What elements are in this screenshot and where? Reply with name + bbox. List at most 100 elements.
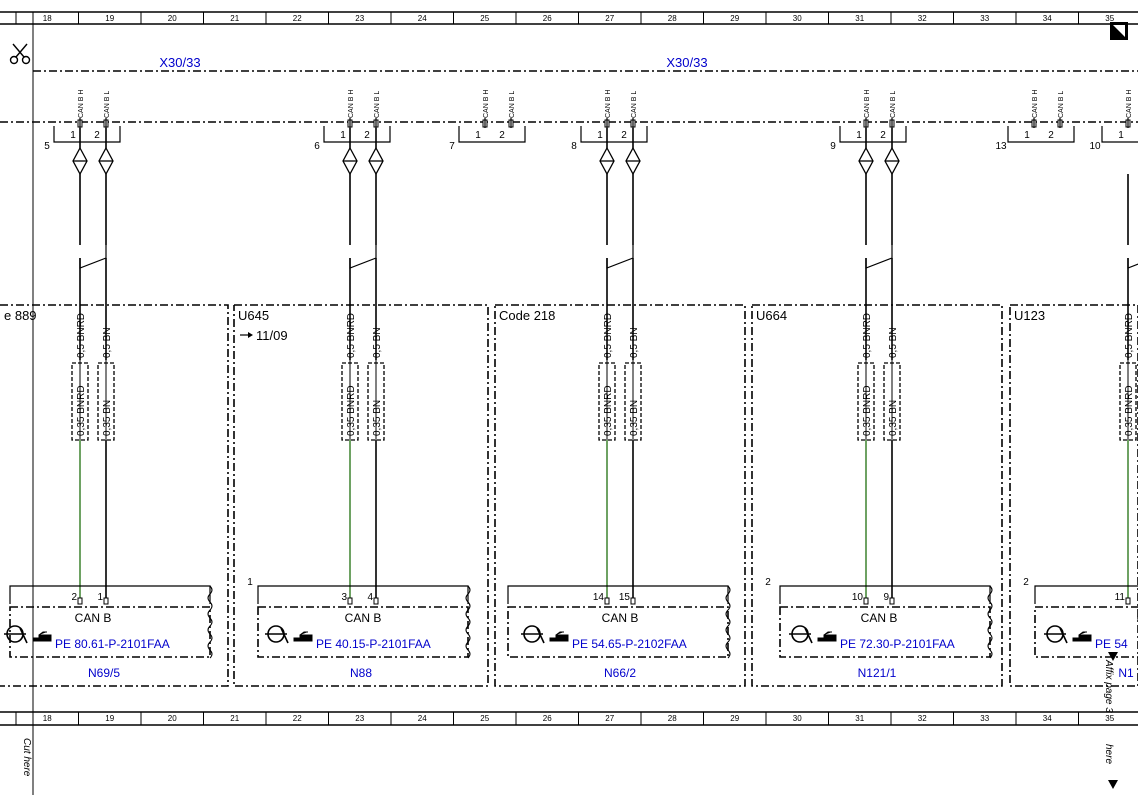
pin-number: 1 xyxy=(856,130,862,141)
signal-label: CAN B H xyxy=(605,90,612,118)
ruler-number: 32 xyxy=(918,714,927,723)
signal-label: CAN B H xyxy=(1032,90,1039,118)
ruler-number: 28 xyxy=(668,714,677,723)
break-line xyxy=(725,585,731,659)
alt-wire-label: 0,35 BNRD xyxy=(603,385,614,436)
terminal-pin xyxy=(77,597,83,605)
ruler-number: 24 xyxy=(418,14,427,23)
signal-label: CAN B H xyxy=(483,90,490,118)
twisted-pair-mark xyxy=(606,245,634,269)
arrow-down-icon xyxy=(1108,780,1118,789)
module-pin-number: 15 xyxy=(619,592,631,603)
can-label: CAN B xyxy=(345,611,382,625)
motor-symbol-icon xyxy=(1044,625,1068,644)
hand-pointer-icon xyxy=(817,631,837,642)
can-label: C xyxy=(1137,611,1138,625)
alt-wire-box xyxy=(883,362,901,441)
module-name: N88 xyxy=(350,666,372,680)
module-pin-number: 1 xyxy=(97,592,103,603)
can-label: CAN B xyxy=(75,611,112,625)
pin-bracket xyxy=(1007,126,1075,143)
terminal-pin xyxy=(347,597,353,605)
signal-label: CAN B L xyxy=(104,91,111,118)
scissors-icon xyxy=(9,43,31,65)
terminal-pin xyxy=(1125,597,1131,605)
wire-size-label: 0,5 BNRD xyxy=(1124,313,1135,358)
alt-wire-label: 0,35 BN xyxy=(888,400,899,436)
ruler-number: 35 xyxy=(1105,14,1114,23)
pin-bracket xyxy=(458,126,526,143)
connector-position: 9 xyxy=(830,141,836,152)
alt-wire-box xyxy=(97,362,115,441)
ruler-number: 24 xyxy=(418,714,427,723)
wire-size-label: 0,5 BNRD xyxy=(862,313,873,358)
wire-size-label: 0,5 BN xyxy=(372,327,383,358)
ground-pin-number: 1 xyxy=(247,577,253,588)
pe-reference: PE 72.30-P-2101FAA xyxy=(840,637,955,651)
pin-bracket xyxy=(323,126,391,143)
ruler-number: 22 xyxy=(293,14,302,23)
signal-label: CAN B L xyxy=(890,91,897,118)
ruler-number: 27 xyxy=(605,714,614,723)
signal-label: CAN B L xyxy=(509,91,516,118)
ruler-number: 23 xyxy=(355,714,364,723)
ruler-number: 35 xyxy=(1105,714,1114,723)
ruler-number: 19 xyxy=(105,14,114,23)
terminal-pin xyxy=(889,597,895,605)
pin-number: 1 xyxy=(1024,130,1030,141)
ruler-number: 33 xyxy=(980,14,989,23)
module-pin-number: 3 xyxy=(341,592,347,603)
pe-reference: PE 40.15-P-2101FAA xyxy=(316,637,431,651)
ruler-number: 20 xyxy=(168,14,177,23)
wire-size-label: 0,5 BN xyxy=(888,327,899,358)
motor-symbol-icon xyxy=(521,625,545,644)
unit-outline xyxy=(9,585,211,604)
can-label: CAN B xyxy=(602,611,639,625)
pin-number: 1 xyxy=(70,130,76,141)
ruler-number: 28 xyxy=(668,14,677,23)
hand-pointer-icon xyxy=(32,631,52,642)
module-name: N121/1 xyxy=(858,666,897,680)
pin-number: 2 xyxy=(880,130,886,141)
unit-outline xyxy=(779,585,991,604)
cut-here-left: Cut here xyxy=(21,738,32,777)
control-unit-box xyxy=(779,606,991,658)
connector-label-left: X30/33 xyxy=(159,55,200,70)
twisted-pair-mark xyxy=(79,245,107,269)
ruler-number: 21 xyxy=(230,714,239,723)
ruler-number: 30 xyxy=(793,14,802,23)
terminal-pin xyxy=(604,597,610,605)
alt-wire-box xyxy=(1119,362,1137,441)
wire-size-label: 0,5 BN xyxy=(102,327,113,358)
alt-wire-label: 0,35 BN xyxy=(629,400,640,436)
can-label: CAN B xyxy=(861,611,898,625)
group-frame xyxy=(494,304,746,687)
twisted-pair-mark xyxy=(1127,258,1138,269)
alt-wire-label: 0,35 BNRD xyxy=(346,385,357,436)
terminal-pin xyxy=(103,597,109,605)
ruler-number: 22 xyxy=(293,714,302,723)
connector-label-right: X30/33 xyxy=(666,55,707,70)
ruler-number: 26 xyxy=(543,714,552,723)
ruler-number: 19 xyxy=(105,714,114,723)
hand-pointer-icon xyxy=(1072,631,1092,642)
pe-reference: PE 54 xyxy=(1095,637,1128,651)
module-pin-number: 14 xyxy=(593,592,605,603)
alt-wire-label: 0,35 BN xyxy=(102,400,113,436)
connector-position: 6 xyxy=(314,141,320,152)
connector-position: 10 xyxy=(1089,141,1101,152)
pin-number: 1 xyxy=(475,130,481,141)
module-name: N66/2 xyxy=(604,666,636,680)
module-pin-number: 10 xyxy=(852,592,864,603)
unit-outline xyxy=(257,585,469,604)
ruler-number: 32 xyxy=(918,14,927,23)
signal-label: CAN B L xyxy=(1058,91,1065,118)
ruler-number: 25 xyxy=(480,714,489,723)
ruler-number: 34 xyxy=(1043,14,1052,23)
module-pin-number: 2 xyxy=(71,592,77,603)
